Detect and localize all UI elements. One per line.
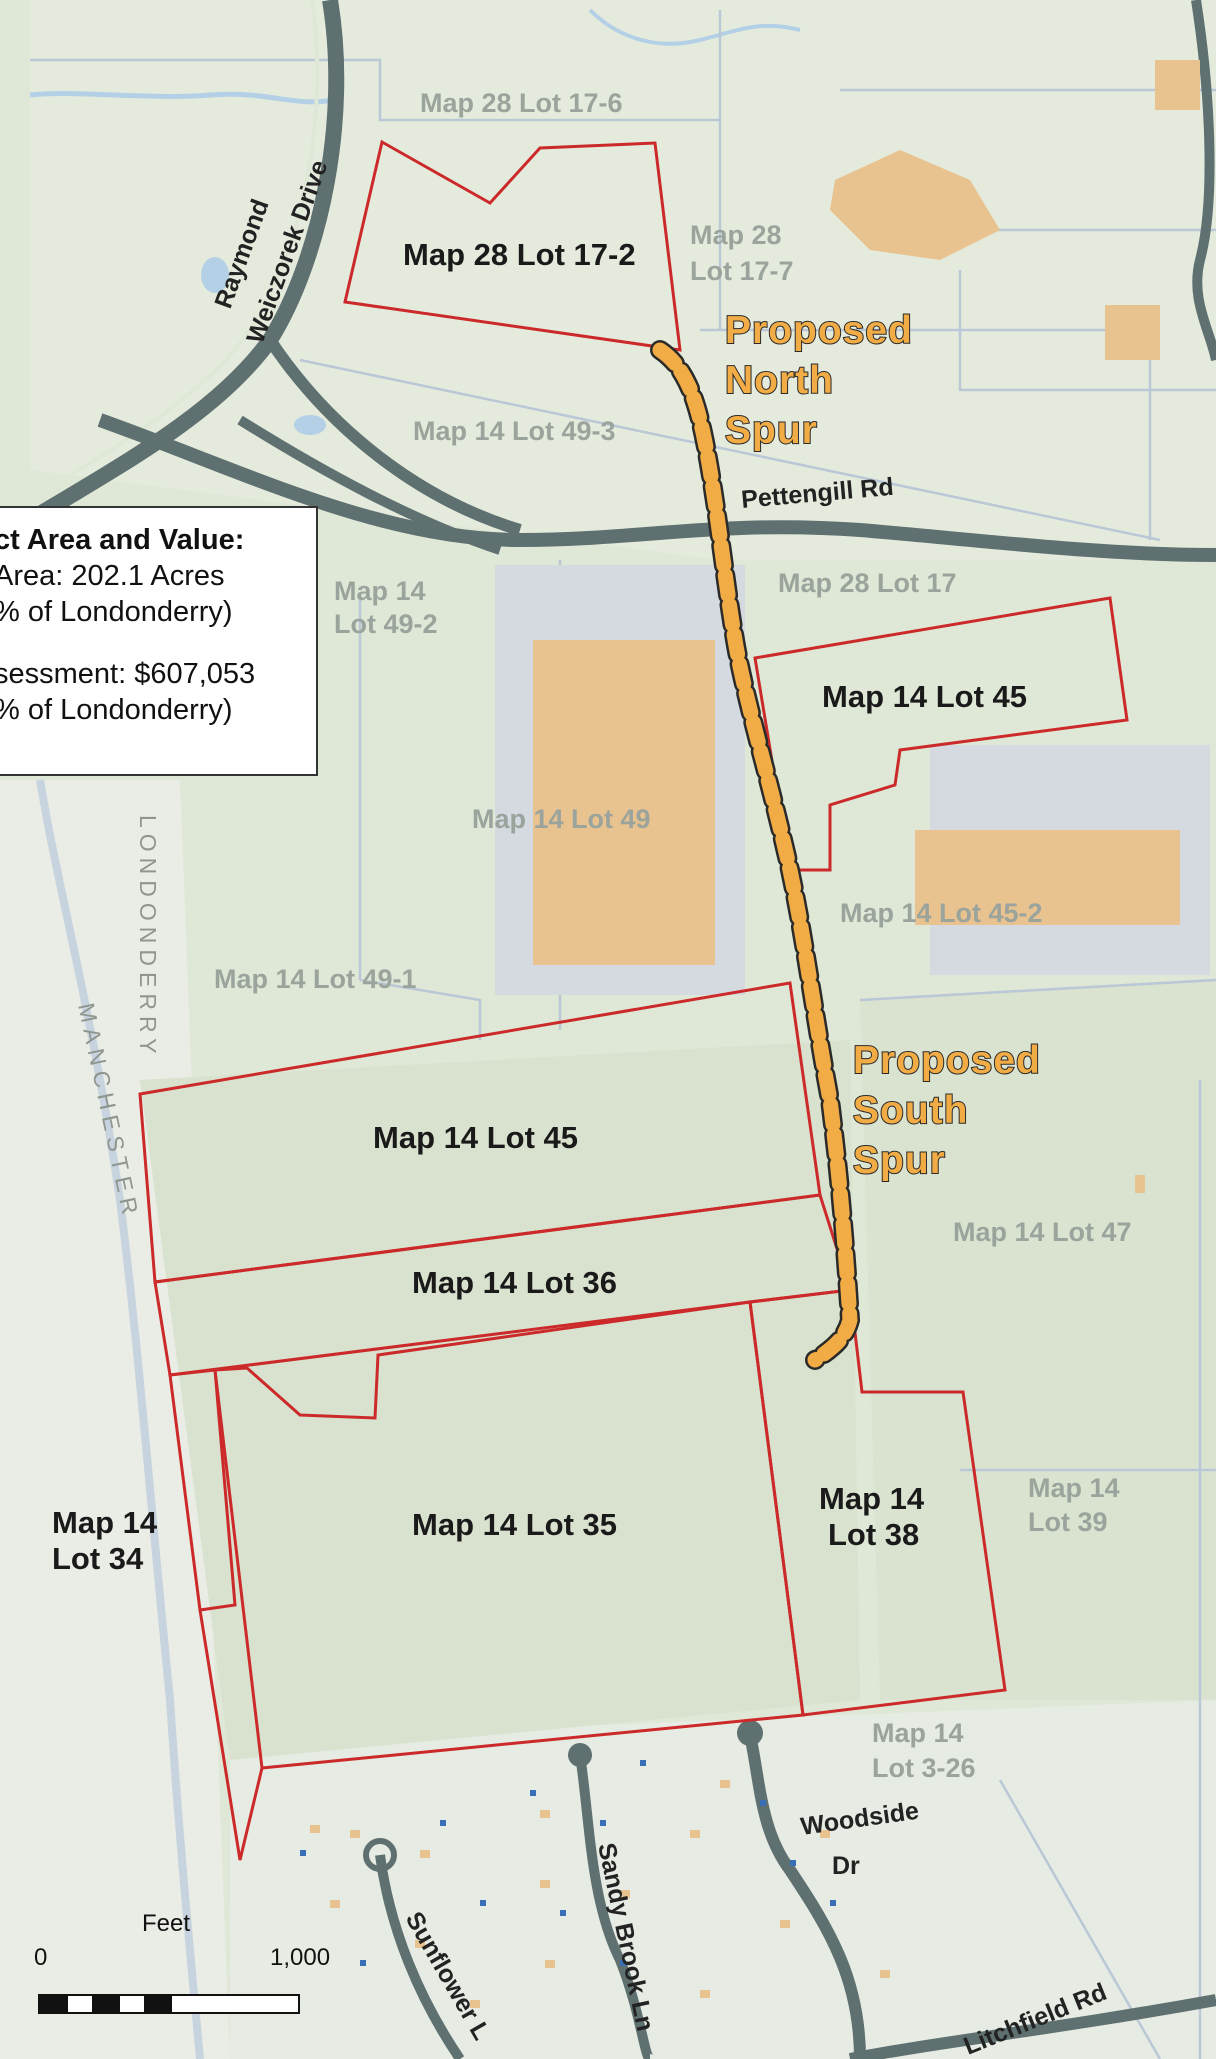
road-network	[25, 0, 1216, 2059]
scale-segment	[144, 1994, 172, 2014]
houses	[310, 1780, 890, 2008]
proposed-spur-route-fill	[652, 342, 858, 1368]
spur-label-north: North	[725, 359, 834, 402]
parcel-label: Lot 38	[828, 1517, 919, 1552]
parcel-label: Map 28 Lot 17-2	[403, 237, 636, 272]
spur-label-north: Proposed	[725, 309, 913, 352]
parcel-label: Map 28	[690, 220, 782, 250]
residential-area	[230, 1700, 1216, 2059]
parcel-label: Map 28 Lot 17	[778, 568, 957, 598]
legend-assessment-percent: % of Londonderry)	[0, 694, 233, 726]
parcel-label: Map 14 Lot 36	[412, 1265, 617, 1300]
building	[915, 830, 1180, 925]
scale-bar: Feet 0 1,000	[30, 1910, 340, 2030]
spur-label-south: Proposed	[853, 1039, 1041, 1082]
parcel-label: Map 14 Lot 45-2	[840, 898, 1043, 928]
cul-de-sac	[363, 1838, 397, 1872]
sandy-brook-lane-road	[575, 1754, 655, 2059]
woodside-drive-road	[744, 1733, 866, 2059]
parcel-label: Map 14	[872, 1718, 964, 1748]
spur-label-north: Spur	[725, 409, 818, 452]
forest-area	[140, 1040, 860, 1760]
parcel-label: Map 14 Lot 45	[373, 1120, 578, 1155]
litchfield-road	[848, 1994, 1216, 2059]
parcel-label: Map 14 Lot 35	[412, 1507, 617, 1542]
cul-de-sac	[737, 1720, 763, 1746]
raymond-weiczorek-drive-road	[25, 0, 345, 527]
parcel-label: Map 28 Lot 17-6	[420, 88, 623, 118]
ramp-road	[265, 336, 522, 536]
legend-box: ct Area and Value: Area: 202.1 Acres % o…	[0, 506, 318, 776]
parcel-map14-lot35	[213, 1300, 805, 1770]
stream	[29, 91, 341, 105]
building	[1135, 1175, 1145, 1193]
legend-area-percent: % of Londonderry)	[0, 596, 233, 628]
pettengill-road	[97, 413, 1216, 562]
raymond-weiczorek-drive-road-inner	[28, 0, 320, 502]
pond	[294, 415, 326, 435]
building	[1155, 60, 1200, 110]
building	[533, 640, 715, 965]
parcel-map14-lot35-west	[198, 1609, 264, 1861]
manchester-streets	[36, 779, 204, 2059]
parcel-label: Lot 34	[52, 1541, 144, 1576]
parcel-label: Map 14 Lot 49	[472, 804, 651, 834]
parcel-label: Map 14 Lot 49-1	[214, 964, 417, 994]
house-markers	[300, 1760, 836, 1966]
building	[1105, 305, 1160, 360]
parcel-map14-lot34	[168, 1368, 237, 1612]
parcel-map28-lot17-2	[343, 139, 682, 352]
scale-start: 0	[34, 1944, 48, 1971]
road-label-woodside-dr: Dr	[832, 1852, 860, 1880]
parcel-label: Map 14 Lot 45	[822, 679, 1027, 714]
right-edge-road	[1191, 0, 1216, 362]
legend-spacer	[0, 630, 316, 656]
pond	[201, 257, 229, 293]
parcel-label: Lot 39	[1028, 1507, 1108, 1537]
parcel-label: Lot 17-7	[690, 256, 794, 286]
parcel-map14-lot45-north	[753, 596, 1129, 872]
legend-area: Area: 202.1 Acres	[0, 560, 225, 592]
town-label-londonderry: LONDONDERRY	[135, 815, 161, 1060]
parcel-label: Map 14 Lot 47	[953, 1217, 1132, 1247]
scale-segment	[40, 1994, 68, 2014]
forest-area	[860, 980, 1216, 1700]
legend-title: ct Area and Value:	[0, 524, 245, 556]
scale-unit: Feet	[142, 1910, 191, 1937]
spur-label-south: Spur	[853, 1139, 946, 1182]
parcel-label: Map 14 Lot 49-3	[413, 416, 616, 446]
building	[830, 150, 1000, 260]
parcel-label: Lot 49-2	[334, 609, 438, 639]
parcel-label: Map 14	[334, 576, 426, 606]
stream	[588, 8, 801, 46]
parcel-label: Map 14	[819, 1481, 925, 1516]
parcel-label: Map 14	[52, 1505, 158, 1540]
scale-segment	[92, 1994, 120, 2014]
sunflower-lane-road	[375, 1854, 465, 2059]
spur-label-south: South	[853, 1089, 968, 1132]
parcel-label: Map 14	[1028, 1473, 1120, 1503]
cul-de-sac	[568, 1743, 592, 1767]
legend-assessment: sessment: $607,053	[0, 658, 256, 690]
scale-end: 1,000	[270, 1944, 331, 1971]
parcel-label: Lot 3-26	[872, 1753, 976, 1783]
